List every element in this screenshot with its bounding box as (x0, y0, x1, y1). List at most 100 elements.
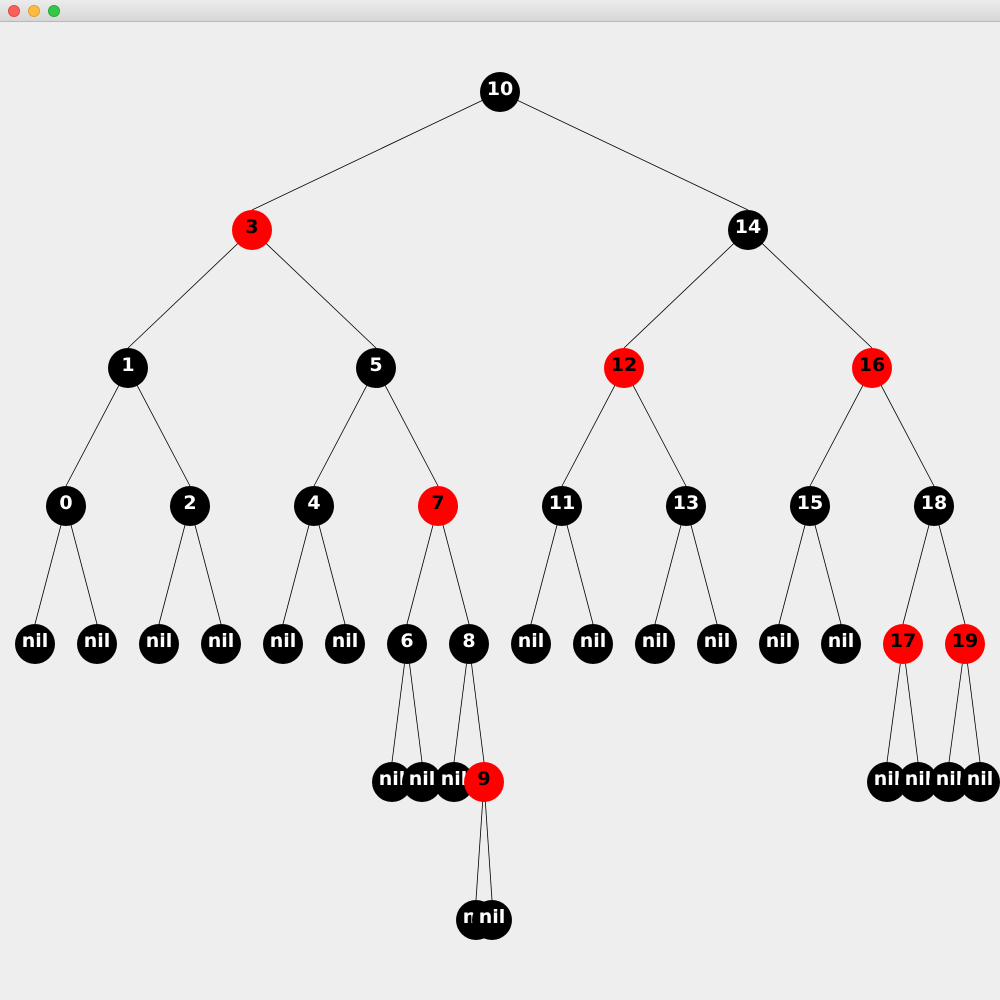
nil-leaf-node: nil (434, 762, 474, 802)
nil-leaf-node: nil (201, 624, 241, 664)
node-label: nil (704, 630, 731, 652)
node-label: 8 (462, 630, 475, 652)
black-node-circle (929, 762, 969, 802)
black-node-circle (867, 762, 907, 802)
nil-leaf-node: nil (77, 624, 117, 664)
tree-node-12: 12 (604, 348, 644, 388)
black-node-circle (263, 624, 303, 664)
tree-edge (685, 505, 718, 625)
black-node-circle (294, 486, 334, 526)
tree-node-14: 14 (728, 210, 768, 250)
node-label: 3 (245, 216, 258, 238)
black-node-circle (356, 348, 396, 388)
node-label: nil (441, 768, 468, 790)
tree-node-4: 4 (294, 486, 334, 526)
node-label: 2 (183, 492, 196, 514)
node-label: nil (766, 630, 793, 652)
black-node-circle (325, 624, 365, 664)
tree-edge (561, 367, 625, 487)
nil-leaf-node: nil (372, 762, 412, 802)
tree-node-9: 9 (464, 762, 504, 802)
red-node-circle (604, 348, 644, 388)
node-label: 11 (549, 492, 575, 514)
node-label: 13 (673, 492, 699, 514)
node-label: 18 (921, 492, 947, 514)
black-node-circle (449, 624, 489, 664)
node-label: nil (828, 630, 855, 652)
node-label: 19 (952, 630, 978, 652)
tree-edge (623, 367, 687, 487)
nil-leaf-node: nil (511, 624, 551, 664)
tree-edge (34, 505, 67, 625)
node-label: 12 (611, 354, 637, 376)
black-node-circle (402, 762, 442, 802)
tree-node-0: 0 (46, 486, 86, 526)
node-label: nil (518, 630, 545, 652)
black-node-circle (790, 486, 830, 526)
node-label: nil (580, 630, 607, 652)
tree-node-19: 19 (945, 624, 985, 664)
tree-edge (530, 505, 563, 625)
black-node-circle (170, 486, 210, 526)
nil-leaf-node: nil (929, 762, 969, 802)
tree-edge (654, 505, 687, 625)
black-node-circle (472, 900, 512, 940)
minimize-button[interactable] (28, 5, 40, 17)
nil-leaf-node: nil (898, 762, 938, 802)
nil-leaf-node: nil (472, 900, 512, 940)
node-label: nil (379, 768, 406, 790)
red-node-circle (883, 624, 923, 664)
tree-edge (65, 505, 98, 625)
node-label: nil (332, 630, 359, 652)
red-node-circle (945, 624, 985, 664)
node-label: 14 (735, 216, 761, 238)
tree-edge (747, 229, 873, 349)
tree-node-16: 16 (852, 348, 892, 388)
black-node-circle (759, 624, 799, 664)
node-label: 0 (59, 492, 72, 514)
node-label: nil (22, 630, 49, 652)
black-node-circle (372, 762, 412, 802)
nil-leaf-node: nil (867, 762, 907, 802)
tree-node-2: 2 (170, 486, 210, 526)
tree-edge (375, 367, 439, 487)
tree-edge (251, 229, 377, 349)
tree-edge (313, 505, 346, 625)
tree-node-10: 10 (480, 72, 520, 112)
nil-leaf-node: nil (263, 624, 303, 664)
close-button[interactable] (8, 5, 20, 17)
nil-leaf-node: nil (139, 624, 179, 664)
node-label: 6 (400, 630, 413, 652)
black-node-circle (898, 762, 938, 802)
title-bar[interactable] (0, 0, 1000, 22)
black-node-circle (728, 210, 768, 250)
nil-leaf-node: nil (15, 624, 55, 664)
tree-edge (189, 505, 222, 625)
nil-leaf-node: nil (960, 762, 1000, 802)
node-label: nil (146, 630, 173, 652)
tree-edge (251, 91, 501, 211)
tree-edge (127, 229, 253, 349)
black-node-circle (914, 486, 954, 526)
tree-node-7: 7 (418, 486, 458, 526)
node-label: 5 (369, 354, 382, 376)
nil-leaf-node: nil (635, 624, 675, 664)
black-node-circle (666, 486, 706, 526)
tree-edge (623, 229, 749, 349)
nil-leaf-node: nil (573, 624, 613, 664)
black-node-circle (139, 624, 179, 664)
zoom-button[interactable] (48, 5, 60, 17)
nil-leaf-node: nil (325, 624, 365, 664)
tree-node-18: 18 (914, 486, 954, 526)
red-node-circle (852, 348, 892, 388)
node-label: 1 (121, 354, 134, 376)
tree-edges (34, 91, 981, 901)
node-label: nil (642, 630, 669, 652)
node-label: nil (874, 768, 901, 790)
node-label: nil (84, 630, 111, 652)
tree-edge (313, 367, 377, 487)
nil-leaf-node: nil (402, 762, 442, 802)
tree-node-1: 1 (108, 348, 148, 388)
